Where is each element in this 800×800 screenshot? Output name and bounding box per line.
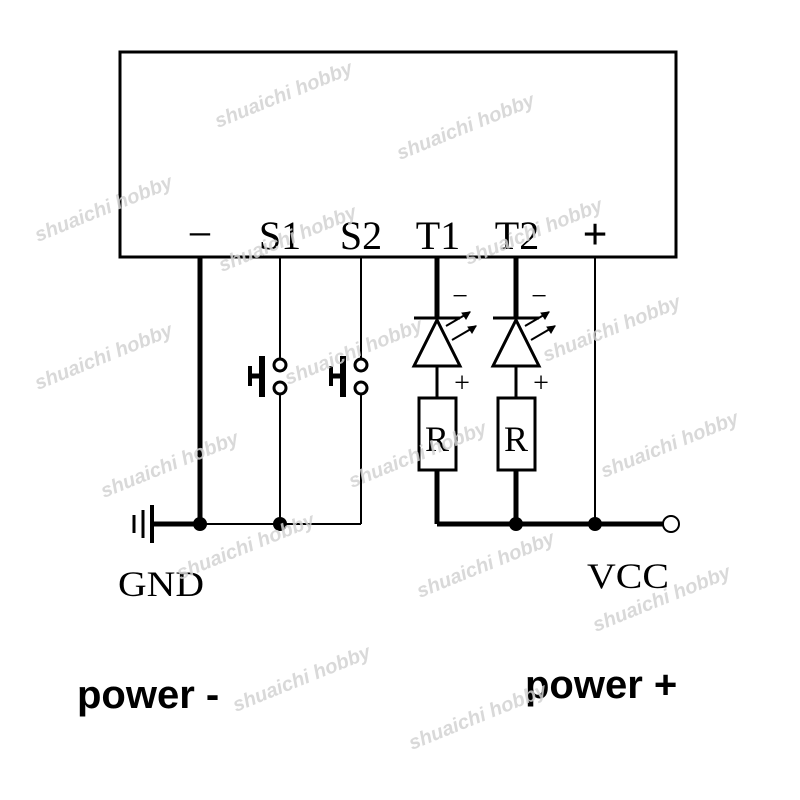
watermark: shuaichi hobby xyxy=(98,427,243,503)
resistor-t2 xyxy=(496,396,537,472)
gnd-label: GND xyxy=(118,564,204,604)
watermark-layer: shuaichi hobby shuaichi hobby shuaichi h… xyxy=(32,57,743,755)
led-t1-minus: − xyxy=(452,281,468,312)
led-t2 xyxy=(490,311,556,368)
watermark: shuaichi hobby xyxy=(414,527,559,603)
power-plus-caption: power + xyxy=(525,663,677,707)
ground-symbol xyxy=(132,505,154,543)
watermark: shuaichi hobby xyxy=(32,171,177,247)
resistor-t2-label: R xyxy=(504,419,528,459)
watermark: shuaichi hobby xyxy=(212,57,357,133)
led-t1-plus: + xyxy=(454,368,470,399)
junction-dot xyxy=(193,517,207,531)
watermark: shuaichi hobby xyxy=(394,89,539,165)
module-box xyxy=(118,50,678,259)
pushbutton-s1 xyxy=(248,356,288,397)
terminal-label-s1: S1 xyxy=(259,213,301,258)
vcc-terminal xyxy=(662,515,680,533)
resistor-t1-label: R xyxy=(425,419,449,459)
watermark: shuaichi hobby xyxy=(540,291,685,367)
led-t2-plus: + xyxy=(533,368,549,399)
terminal-label-s2: S2 xyxy=(340,213,382,258)
terminal-label-plus: + xyxy=(582,210,607,259)
terminal-label-minus: − xyxy=(188,210,213,259)
junction-dot xyxy=(509,517,523,531)
watermark: shuaichi hobby xyxy=(32,319,177,395)
resistor-t1 xyxy=(417,396,458,472)
terminal-label-t2: T2 xyxy=(495,213,539,258)
watermark: shuaichi hobby xyxy=(282,314,427,390)
led-t1 xyxy=(411,311,477,368)
junction-dot xyxy=(588,517,602,531)
vcc-label: VCC xyxy=(587,556,669,596)
watermark: shuaichi hobby xyxy=(230,641,375,717)
watermark: shuaichi hobby xyxy=(406,679,551,755)
terminal-label-t1: T1 xyxy=(416,213,460,258)
led-t2-minus: − xyxy=(531,281,547,312)
pushbutton-s2 xyxy=(329,356,369,397)
watermark: shuaichi hobby xyxy=(598,407,743,483)
power-minus-caption: power - xyxy=(77,673,219,717)
junction-dot xyxy=(273,517,287,531)
